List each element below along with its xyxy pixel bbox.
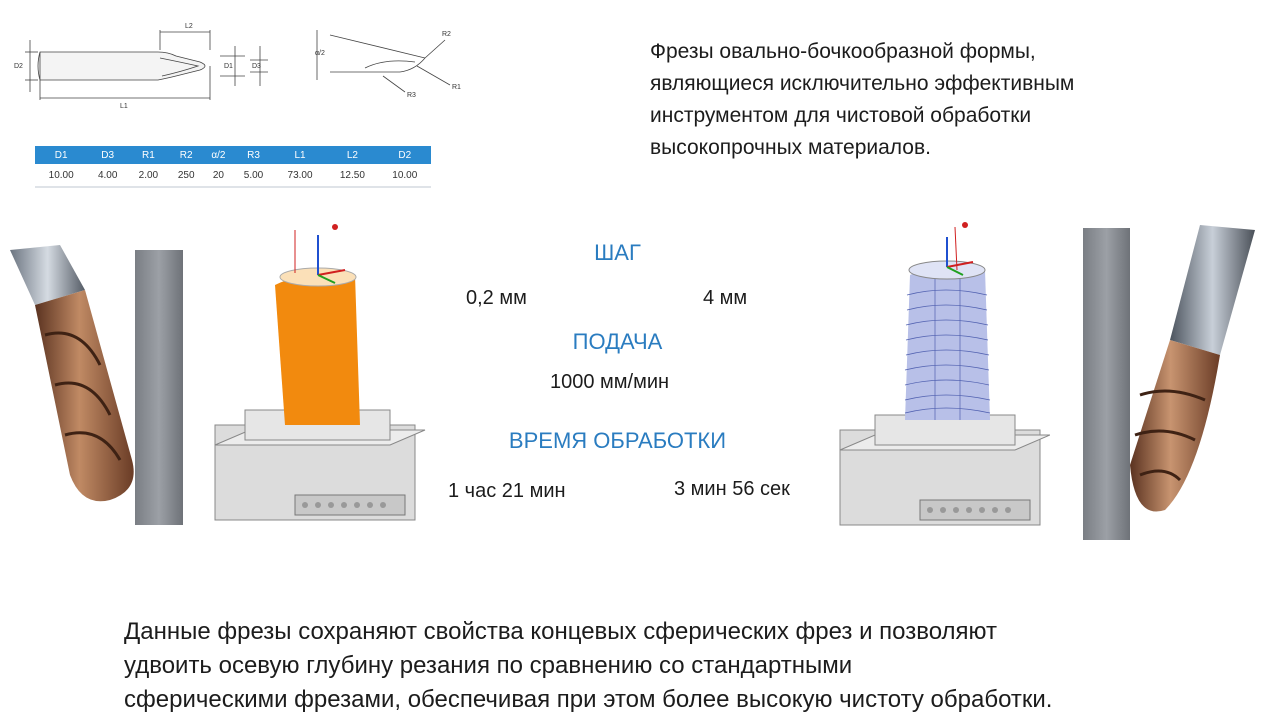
feed-value: 1000 мм/мин [550, 371, 670, 393]
description-bottom: Данные фрезы сохраняют свойства концевых… [124, 615, 1244, 717]
description-bottom-line: Данные фрезы сохраняют свойства концевых… [124, 618, 997, 645]
spec-header-cell: D3 [87, 146, 129, 164]
spec-header-cell: D2 [378, 146, 431, 164]
spec-value-cell: 2.00 [128, 164, 169, 188]
label-r1: R1 [452, 84, 461, 91]
step-heading: ШАГ [594, 240, 641, 265]
spec-value-cell: 5.00 [233, 164, 274, 188]
label-r3: R3 [407, 92, 416, 99]
label-d3: D3 [252, 63, 261, 70]
spec-value-cell: 10.00 [35, 164, 88, 188]
oval-barrel-end-mill-image [1083, 225, 1255, 540]
description-top-line: высокопрочных материалов. [650, 136, 931, 159]
spec-value-cell: 10.00 [378, 164, 431, 188]
description-bottom-line: сферическими фрезами, обеспечивая при эт… [124, 686, 1053, 713]
machining-time-heading: ВРЕМЯ ОБРАБОТКИ [508, 428, 727, 453]
cutter-dimension-drawing: L2 D2 L1 D1 D3 [14, 23, 268, 110]
spec-header-cell: D1 [35, 146, 88, 164]
standard-ball-end-mill-image [10, 245, 183, 525]
spec-header-cell: R1 [128, 146, 169, 164]
cutter-profile-drawing: α/2 R2 R1 R3 [315, 30, 461, 99]
label-l2: L2 [185, 23, 193, 30]
label-l1: L1 [120, 103, 128, 110]
description-top: Фрезы овально-бочкообразной формы, являю… [650, 36, 1210, 164]
feed-heading: ПОДАЧА [572, 329, 663, 354]
step-value-left: 0,2 мм [466, 287, 527, 309]
description-top-line: являющиеся исключительно эффективным [650, 72, 1075, 95]
spec-header-cell: α/2 [203, 146, 234, 164]
spec-value-cell: 12.50 [326, 164, 379, 188]
label-d2: D2 [14, 63, 23, 70]
spec-header-cell: L2 [326, 146, 379, 164]
time-value-right: 3 мин 56 сек [674, 478, 790, 500]
spec-value-cell: 73.00 [273, 164, 327, 188]
machining-setup-left [214, 224, 426, 521]
spec-value-cell: 20 [203, 164, 234, 188]
step-value-right: 4 мм [703, 287, 748, 309]
time-value-left: 1 час 21 мин [448, 480, 566, 502]
spec-table: D1 D3 R1 R2 α/2 R3 L1 L2 D2 10.00 4.00 2… [35, 146, 431, 188]
spec-header-cell: R3 [233, 146, 274, 164]
label-r2: R2 [442, 31, 451, 38]
label-d1: D1 [224, 63, 233, 70]
description-top-line: инструментом для чистовой обработки [650, 104, 1032, 127]
spec-header-cell: L1 [273, 146, 327, 164]
spec-header-cell: R2 [168, 146, 204, 164]
spec-table-header-row: D1 D3 R1 R2 α/2 R3 L1 L2 D2 [35, 146, 431, 164]
spec-value-cell: 250 [168, 164, 204, 188]
machining-setup-right [839, 222, 1050, 526]
label-angle: α/2 [315, 50, 325, 57]
description-bottom-line: удвоить осевую глубину резания по сравне… [124, 652, 853, 679]
description-top-line: Фрезы овально-бочкообразной формы, [650, 40, 1036, 63]
spec-table-row: 10.00 4.00 2.00 250 20 5.00 73.00 12.50 … [35, 164, 431, 188]
spec-value-cell: 4.00 [87, 164, 129, 188]
